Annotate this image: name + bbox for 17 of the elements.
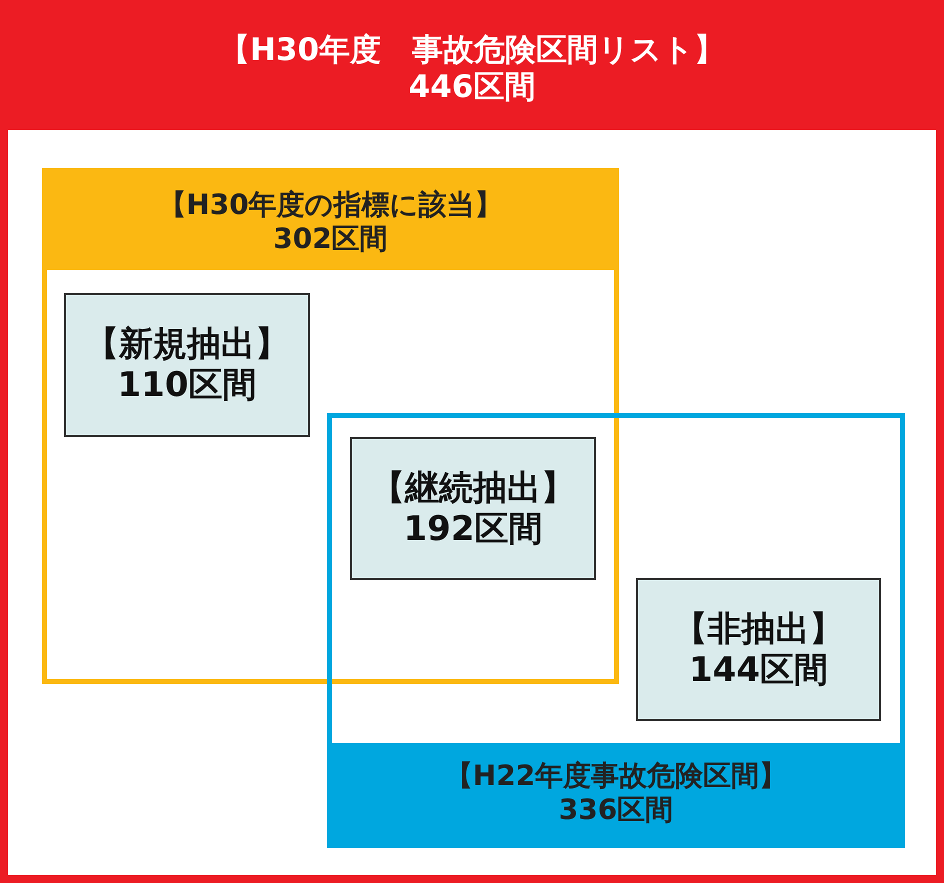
heading-text: 【H30年度の指標に該当】 xyxy=(158,188,503,222)
group-frame xyxy=(327,413,905,848)
count-text: 446区間 xyxy=(408,69,536,106)
category-box xyxy=(636,578,881,721)
count-text: 192区間 xyxy=(404,508,542,550)
category-box xyxy=(64,293,310,437)
count-text: 144区間 xyxy=(689,650,828,690)
group-frame xyxy=(42,168,619,684)
count-text: 110区間 xyxy=(118,365,256,406)
heading-text: 【新規抽出】 xyxy=(85,324,289,365)
category-box xyxy=(350,437,596,580)
heading-text: 【継続抽出】 xyxy=(371,468,575,508)
count-text: 302区間 xyxy=(273,222,388,256)
heading-text: 【H30年度 事故危険区間リスト】 xyxy=(218,32,726,69)
heading-text: 【非抽出】 xyxy=(674,608,844,650)
heading-text: 【H22年度事故危険区間】 xyxy=(444,759,788,793)
count-text: 336区間 xyxy=(558,793,674,827)
